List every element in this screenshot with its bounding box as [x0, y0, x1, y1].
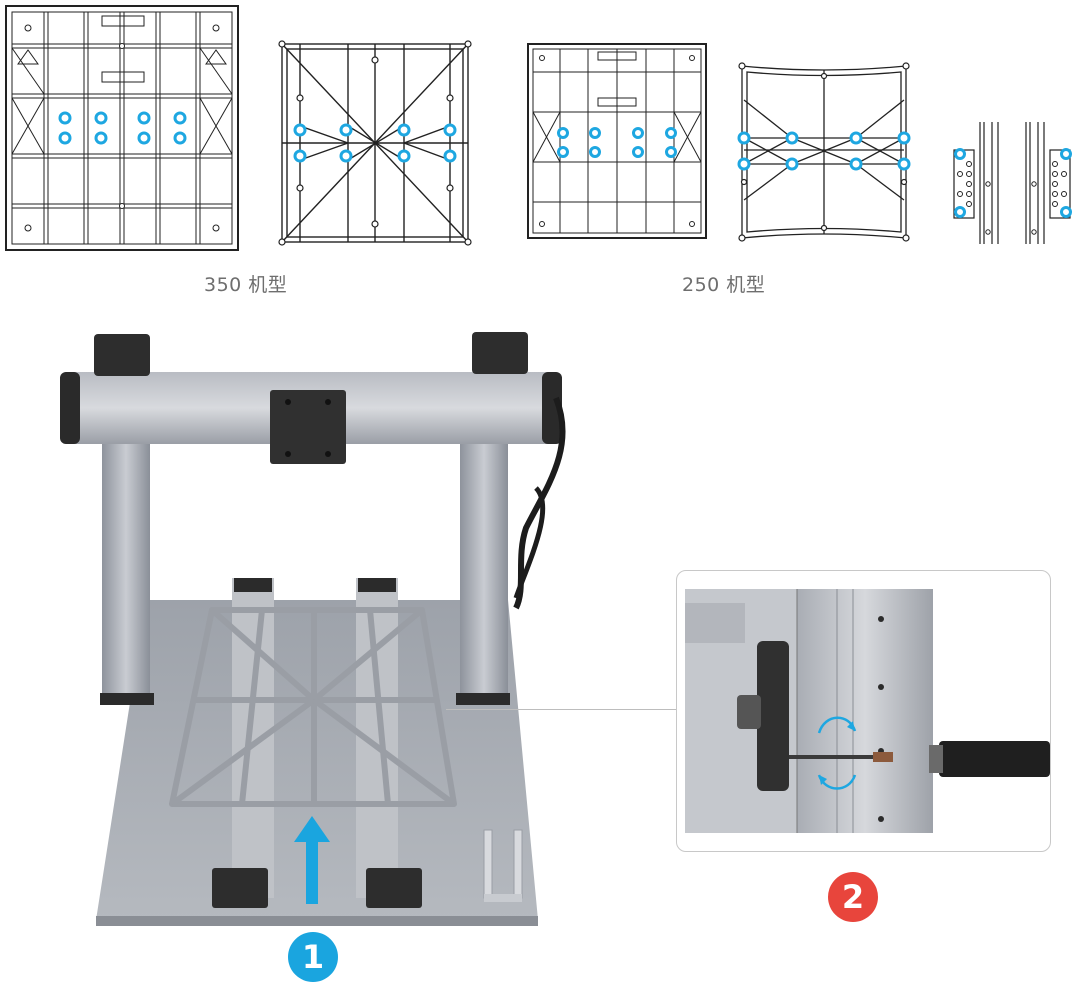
rotate-arrows-icon [817, 716, 857, 790]
plate-350-frame-diagram [276, 38, 474, 248]
plate-350-top-diagram [4, 4, 240, 252]
machine-illustration [56, 328, 586, 938]
caption-350-model: 350 机型 [204, 274, 288, 296]
zoom-detail-panel [676, 570, 1051, 852]
step-1-badge: 1 [288, 932, 338, 982]
caption-250-model: 250 机型 [682, 274, 766, 296]
step-2-badge: 2 [828, 872, 878, 922]
callout-leader-line [446, 709, 678, 710]
linear-module-rails-diagram [952, 120, 1077, 246]
up-arrow-icon [294, 816, 330, 904]
plate-250-top-diagram [526, 42, 708, 240]
plate-250-frame-diagram [736, 60, 912, 244]
